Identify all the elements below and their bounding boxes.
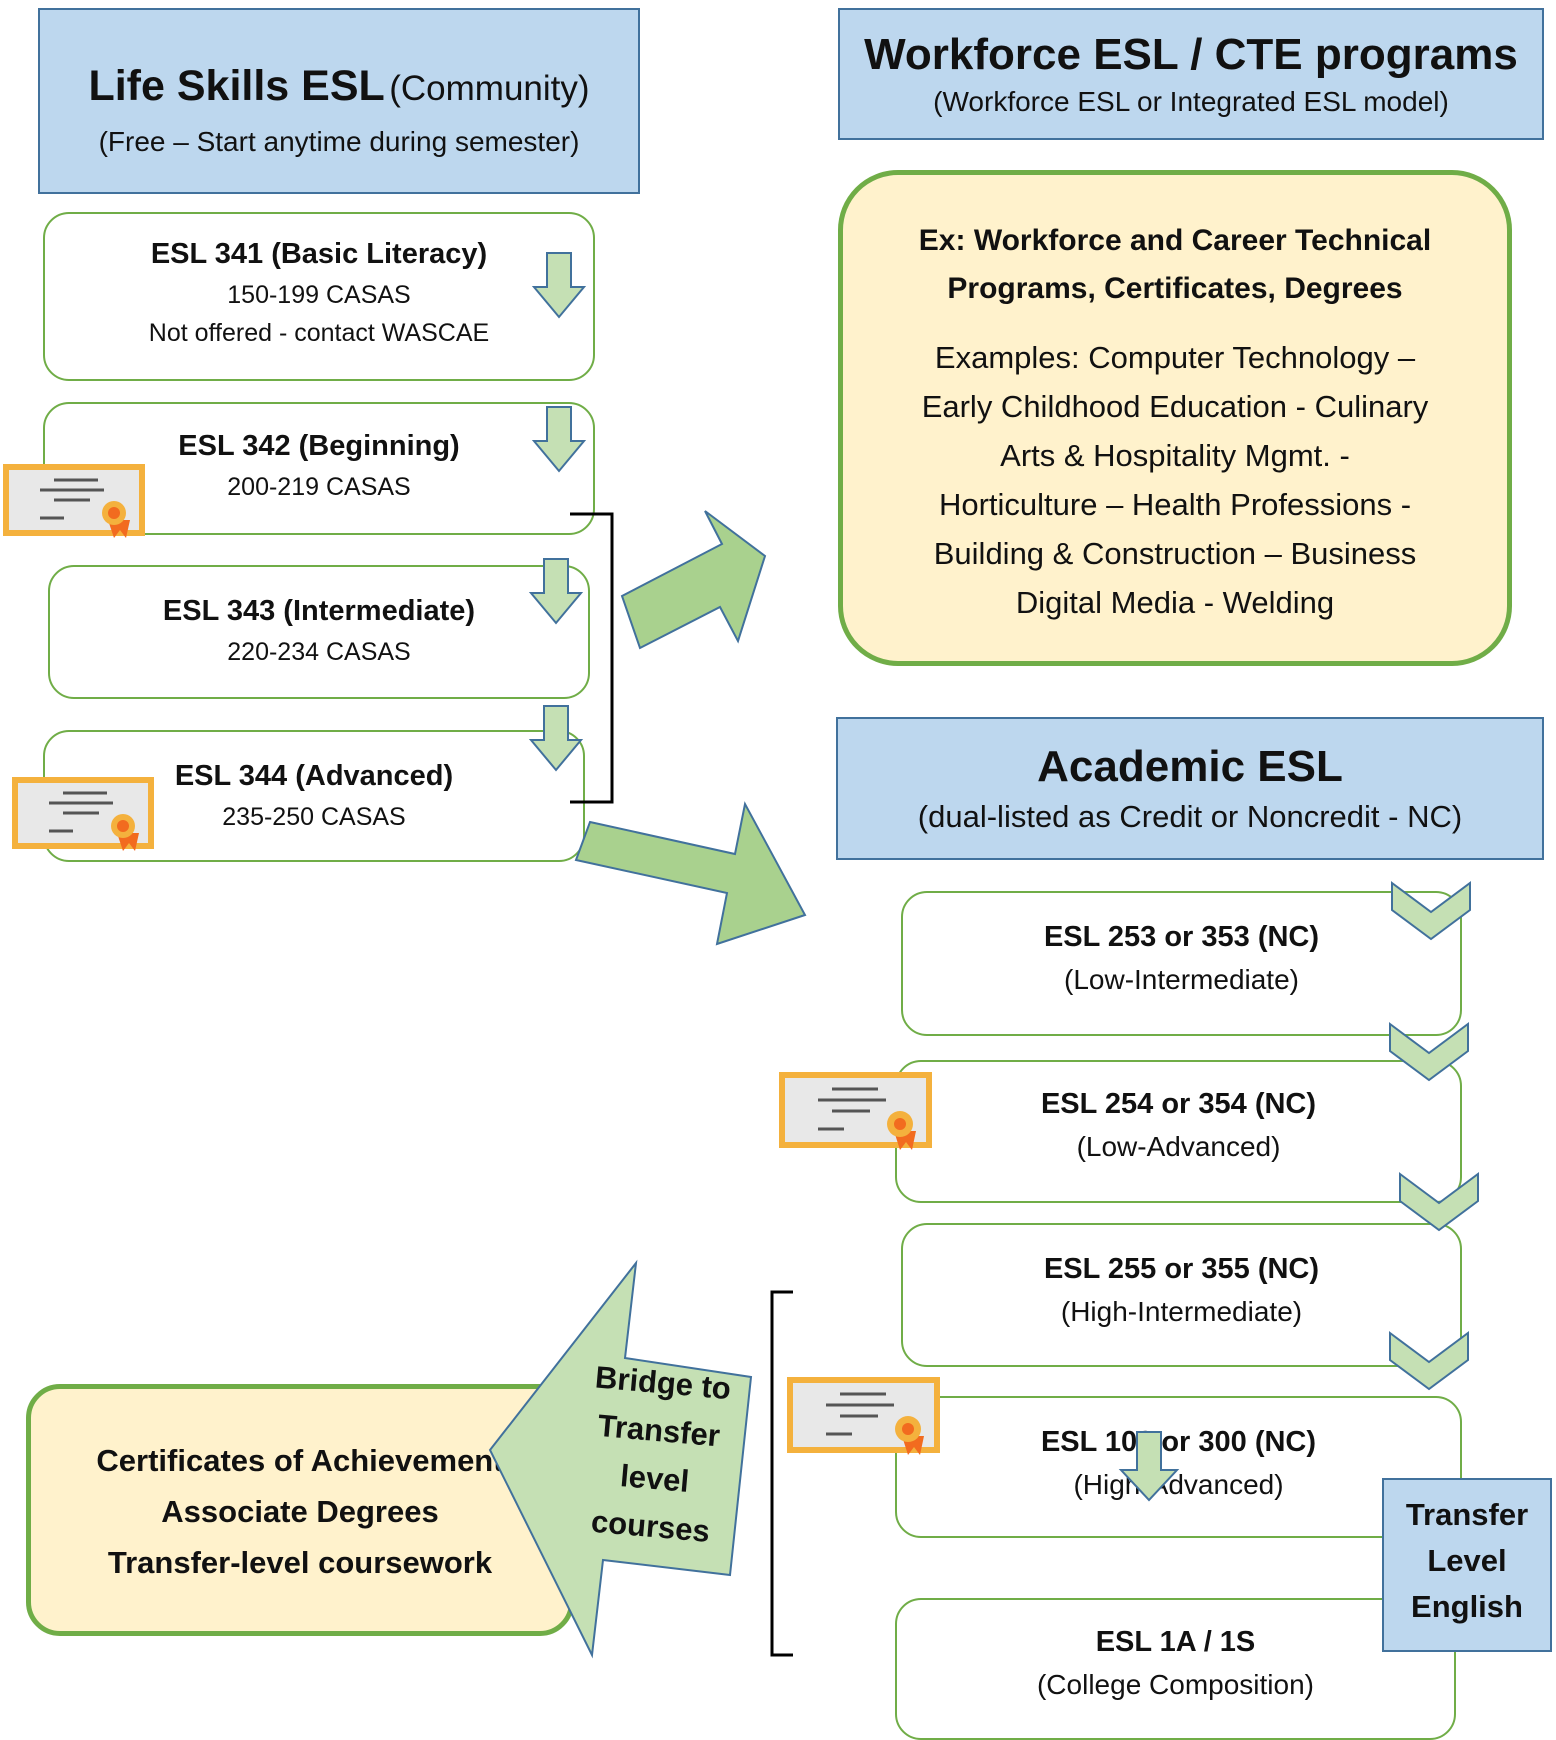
workforce-example-line: Digital Media - Welding — [1015, 585, 1335, 620]
academic-subtitle: (dual-listed as Credit or Noncredit - NC… — [917, 799, 1463, 834]
bracket — [770, 1290, 793, 1657]
course-level: (Low-Intermediate) — [1064, 964, 1299, 995]
diagram-graphics: Bridge to Transfer level courses — [3, 252, 1479, 1659]
down-arrow-icon — [1118, 1431, 1180, 1502]
workforce-subtitle: (Workforce ESL or Integrated ESL model) — [933, 86, 1449, 117]
course-esl-254: ESL 254 or 354 (NC) (Low-Advanced) — [895, 1060, 1462, 1203]
down-arrow-icon — [528, 252, 587, 772]
outcome-line: Transfer-level coursework — [107, 1545, 493, 1580]
course-name: ESL 341 (Basic Literacy) — [150, 238, 488, 270]
certificate-icon — [779, 1072, 932, 1150]
certificate-icon — [12, 777, 154, 851]
course-esl-341: ESL 341 (Basic Literacy) 150-199 CASAS N… — [43, 212, 595, 381]
certificate-icon — [787, 1377, 940, 1455]
course-esl-100: ESL 100 or 300 (NC) (High-Advanced) — [895, 1396, 1462, 1538]
workforce-example-line: Early Childhood Education - Culinary — [921, 389, 1429, 424]
course-score: 150-199 CASAS — [227, 281, 411, 309]
course-name: ESL 253 or 353 (NC) — [1043, 921, 1320, 953]
course-esl-255: ESL 255 or 355 (NC) (High-Intermediate) — [901, 1223, 1462, 1367]
transfer-line: English — [1411, 1589, 1523, 1624]
course-level: (College Composition) — [1036, 1669, 1314, 1700]
workforce-example-line: Horticulture – Health Professions - — [938, 487, 1412, 522]
workforce-title: Workforce ESL / CTE programs — [864, 30, 1518, 79]
course-esl-343: ESL 343 (Intermediate) 220-234 CASAS — [48, 565, 590, 699]
course-esl-253: ESL 253 or 353 (NC) (Low-Intermediate) — [901, 891, 1462, 1036]
bracket — [570, 512, 614, 804]
workforce-example-line: Arts & Hospitality Mgmt. - — [1000, 438, 1350, 473]
workforce-box-heading-1: Ex: Workforce and Career Technical — [918, 224, 1432, 257]
course-name: ESL 100 or 300 (NC) — [1040, 1426, 1317, 1458]
outcomes-box: Certificates of Achievement Associate De… — [26, 1384, 574, 1636]
transfer-line: Level — [1427, 1543, 1507, 1578]
outcome-line: Certificates of Achievement — [96, 1443, 504, 1478]
workforce-example-line: Examples: Computer Technology – — [934, 340, 1416, 375]
course-name: ESL 344 (Advanced) — [174, 760, 454, 792]
transfer-level-english: Transfer Level English — [1382, 1478, 1552, 1652]
block-arrow-icon — [488, 1259, 753, 1659]
workforce-example-line: Building & Construction – Business — [933, 536, 1417, 571]
course-name: ESL 342 (Beginning) — [178, 430, 460, 462]
workforce-box-heading-2: Programs, Certificates, Degrees — [947, 272, 1403, 305]
block-arrow-icon — [574, 801, 807, 946]
chevron-down-icon — [1389, 881, 1479, 1391]
course-level: (Low-Advanced) — [1076, 1131, 1281, 1162]
course-level: (High-Advanced) — [1073, 1469, 1284, 1500]
life-skills-title: Life Skills ESL — [88, 62, 385, 110]
course-note: Not offered - contact WASCAE — [148, 319, 490, 347]
academic-title: Academic ESL — [1037, 742, 1343, 791]
course-score: 200-219 CASAS — [227, 473, 411, 501]
transfer-line: Transfer — [1405, 1497, 1529, 1532]
bridge-line: level — [619, 1458, 691, 1499]
life-skills-header: Life Skills ESL (Community) (Free – Star… — [38, 8, 640, 194]
workforce-header: Workforce ESL / CTE programs (Workforce … — [838, 8, 1544, 140]
outcome-line: Associate Degrees — [161, 1494, 439, 1529]
course-name: ESL 254 or 354 (NC) — [1040, 1088, 1317, 1120]
certificate-icon — [3, 464, 145, 538]
course-name: ESL 255 or 355 (NC) — [1043, 1253, 1320, 1285]
course-name: ESL 343 (Intermediate) — [162, 595, 476, 627]
workforce-examples-box: Ex: Workforce and Career Technical Progr… — [838, 170, 1512, 666]
life-skills-title-suffix: (Community) — [389, 69, 590, 108]
course-level: (High-Intermediate) — [1060, 1296, 1303, 1327]
course-score: 220-234 CASAS — [227, 638, 411, 666]
course-name: ESL 1A / 1S — [1095, 1626, 1256, 1658]
life-skills-subtitle: (Free – Start anytime during semester) — [98, 126, 580, 157]
course-score: 235-250 CASAS — [222, 803, 406, 831]
academic-header: Academic ESL (dual-listed as Credit or N… — [836, 717, 1544, 860]
block-arrow-icon — [620, 510, 767, 650]
